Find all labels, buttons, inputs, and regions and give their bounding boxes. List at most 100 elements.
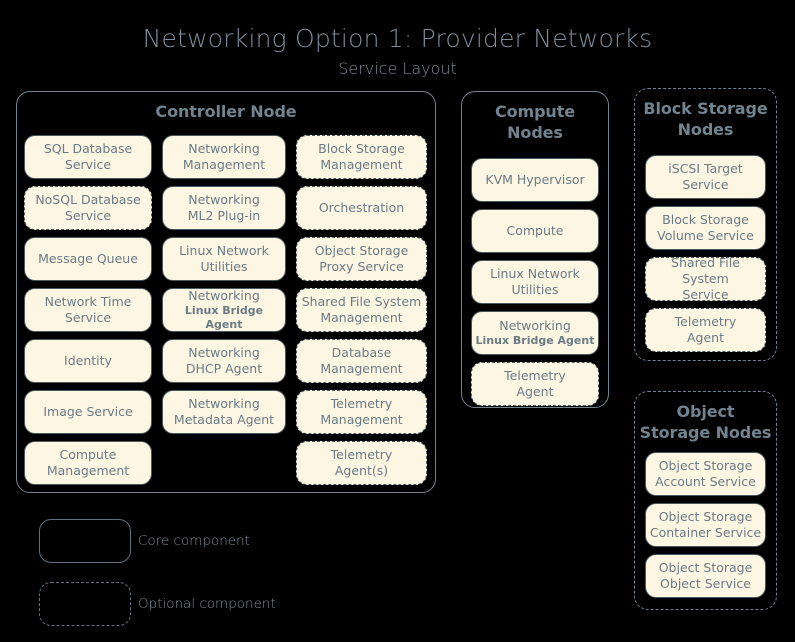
service-chip-label-line2: Service (682, 177, 729, 192)
block-storage-nodes-title: Block Storage Nodes (635, 89, 776, 141)
compute-nodes-title: Compute Nodes (462, 92, 608, 144)
service-chip-label-line2: Management (320, 310, 403, 325)
service-chip-label-line1: Object Storage (658, 509, 753, 524)
page-subtitle: Service Layout (338, 59, 457, 78)
service-chip-label-line1: Telemetry (504, 368, 566, 383)
service-chip-label-line2: Proxy Service (319, 259, 404, 274)
service-chip-label-line1: Networking (188, 396, 260, 411)
object-storage-nodes-title-line1: Object (676, 402, 735, 421)
service-chip-label-line1: Telemetry (330, 447, 393, 462)
service-chip-label-line1: Database (331, 345, 392, 360)
service-chip-label-line1: Shared File System (671, 255, 740, 286)
service-chip-label-line2: ML2 Plug-in (187, 208, 261, 223)
service-chip-label-line2: Container Service (649, 525, 762, 540)
service-chip-label-line1: iSCSI Target (668, 161, 743, 176)
service-chip-label-line2: Management (320, 361, 403, 376)
legend-core-swatch (39, 519, 131, 563)
service-chip-label-line1: Networking (188, 192, 260, 207)
service-chip-label-line2: Service (64, 208, 112, 223)
service-chip-label-line2: Service (682, 287, 729, 302)
service-chip-label-line1: Networking (188, 287, 260, 303)
service-chip-label-line1: Compute (506, 223, 564, 238)
service-chip-label-line1: Identity (64, 353, 112, 368)
service-chip-label-line2: Utilities (511, 282, 559, 297)
service-chip-label-line2: Utilities (200, 259, 248, 274)
service-chip-label-line1: Object Storage (658, 560, 753, 575)
legend-core-label: Core component (138, 533, 250, 549)
service-chip-label-line2: Account Service (655, 474, 756, 489)
service-chip-label-line1: Image Service (43, 404, 133, 419)
service-chip-label-line2: Linux Bridge Agent (475, 333, 595, 347)
service-chip-controller-identity[interactable]: Identity (24, 339, 152, 383)
service-chip-label-line1: Block Storage (318, 141, 405, 156)
service-chip-label-line1: KVM Hypervisor (485, 172, 585, 187)
compute-nodes-title-line1: Compute (494, 102, 576, 121)
service-chip-label-line1: Object Storage (314, 243, 409, 258)
service-chip-label-line1: Networking (188, 141, 260, 156)
service-chip-label-line1: Compute (59, 447, 117, 462)
service-chip-label-line1: Networking (499, 317, 571, 333)
service-chip-label-line1: SQL Database (43, 141, 133, 156)
service-chip-controller-image-service[interactable]: Image Service (24, 390, 152, 434)
service-chip-label-line1: Linux Network (490, 266, 580, 281)
service-chip-label-line1: NoSQL Database (35, 192, 141, 207)
compute-nodes-title-line2: Nodes (507, 123, 563, 143)
object-storage-nodes-title: Object Storage Nodes (635, 392, 776, 444)
object-storage-nodes-title-line2: Storage Nodes (639, 423, 772, 443)
service-chip-label-line2: Agent (687, 330, 724, 345)
service-chip-controller-message-queue[interactable]: Message Queue (24, 237, 152, 281)
service-chip-label-line2: Management (182, 157, 266, 172)
service-chip-label-line2: Metadata Agent (173, 412, 275, 427)
service-chip-label-line2: Linux Bridge Agent (184, 303, 264, 331)
block-storage-nodes-title-line1: Block Storage (643, 99, 768, 118)
service-chip-label-line1: Shared File System (301, 294, 422, 309)
service-chip-controller-orchestration[interactable]: Orchestration (296, 186, 427, 230)
service-chip-label-line1: Networking (188, 345, 260, 360)
controller-node-title: Controller Node (155, 102, 297, 121)
legend-optional-swatch (39, 582, 131, 626)
service-chip-label-line2: Service (64, 310, 112, 325)
block-storage-nodes-title-line2: Nodes (677, 120, 734, 140)
service-chip-label-line1: Block Storage (662, 212, 749, 227)
page-title: Networking Option 1: Provider Networks (142, 24, 653, 53)
service-chip-label-line2: Management (46, 463, 130, 478)
service-chip-label-line1: Telemetry (330, 396, 393, 411)
service-chip-compute-kvm-hypervisor[interactable]: KVM Hypervisor (471, 158, 599, 202)
service-chip-compute-compute[interactable]: Compute (471, 209, 599, 253)
service-chip-label-line1: Telemetry (674, 314, 737, 329)
service-chip-label-line2: Agent (516, 384, 554, 399)
service-chip-label-line1: Linux Network (179, 243, 269, 258)
service-chip-label-line2: Management (320, 412, 403, 427)
service-chip-label-line2: Object Service (660, 576, 751, 591)
service-chip-label-line1: Object Storage (658, 458, 753, 473)
service-chip-label-line2: Service (64, 157, 112, 172)
service-chip-label-line2: Volume Service (657, 228, 754, 243)
service-chip-label-line1: Orchestration (318, 200, 405, 215)
